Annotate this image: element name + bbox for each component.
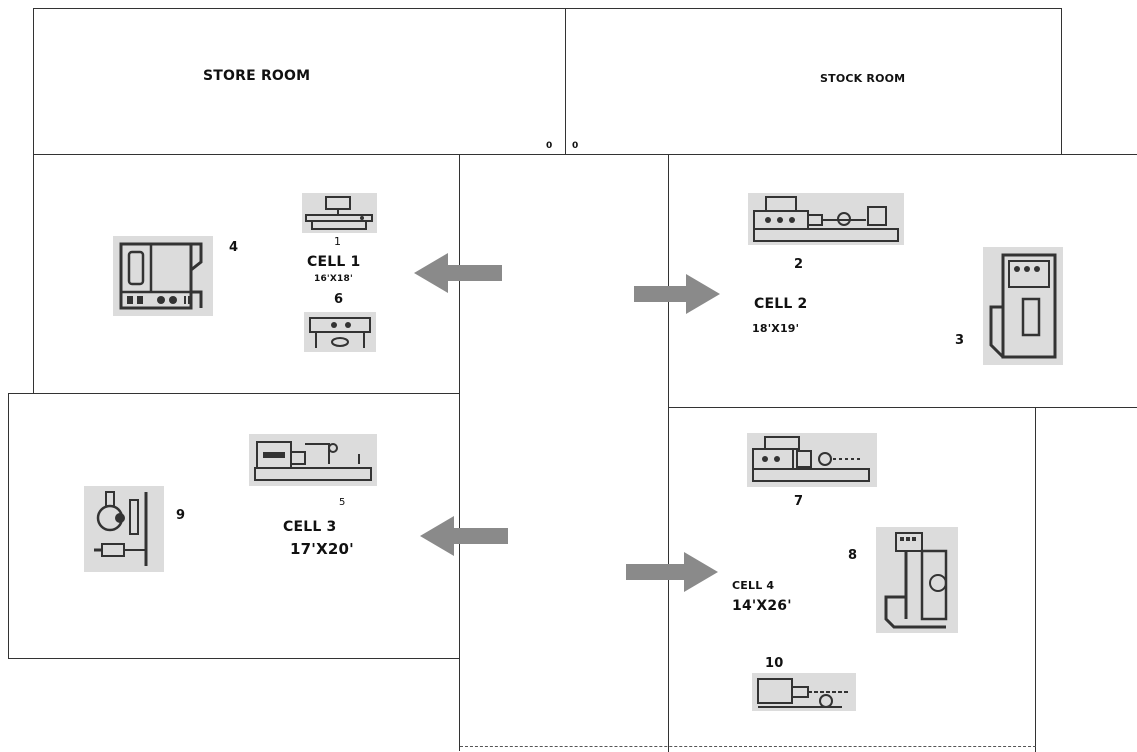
machine-number-1: 1	[334, 235, 342, 248]
machine-number-5: 5	[339, 497, 346, 508]
machine-9-icon	[84, 486, 164, 572]
machine-number-4: 4	[229, 240, 239, 255]
door-label-left: 0	[546, 141, 553, 151]
arrow-to-cell-1	[414, 253, 504, 293]
machine-8-icon	[876, 527, 958, 633]
store-room-label: STORE ROOM	[203, 68, 311, 84]
cell-2-title: CELL 2	[754, 296, 808, 312]
machine-number-9: 9	[176, 508, 186, 523]
store-room	[33, 8, 566, 155]
machine-number-3: 3	[955, 333, 965, 348]
machine-number-8: 8	[848, 548, 858, 563]
cell-3-size: 17'X20'	[290, 540, 354, 558]
cell-4-size: 14'X26'	[732, 598, 792, 614]
door-label-right: 0	[572, 141, 579, 151]
stock-room	[565, 8, 1062, 155]
machine-number-10: 10	[765, 656, 784, 671]
corridor-wall	[459, 658, 460, 751]
machine-3-icon	[983, 247, 1063, 365]
arrow-to-cell-3	[420, 516, 510, 556]
cell-4-title: CELL 4	[732, 579, 775, 592]
machine-7-icon	[747, 433, 877, 487]
machine-10-icon	[752, 673, 856, 711]
cell-1-room	[33, 154, 460, 394]
machine-number-2: 2	[794, 257, 804, 272]
machine-5-icon	[249, 434, 377, 486]
machine-4-icon	[113, 236, 213, 316]
arrow-to-cell-2	[634, 274, 720, 314]
machine-2-icon	[748, 193, 904, 245]
cell-1-title: CELL 1	[307, 254, 361, 270]
cell-3-room	[8, 393, 460, 659]
cell-2-size: 18'X19'	[752, 322, 800, 335]
cell-1-size: 16'X18'	[314, 274, 353, 284]
machine-1-icon	[302, 193, 377, 233]
machine-number-6: 6	[334, 292, 344, 307]
corridor-bottom-dashes	[460, 746, 1036, 747]
stock-room-label: STOCK ROOM	[820, 72, 906, 85]
machine-number-7: 7	[794, 494, 804, 509]
arrow-to-cell-4	[626, 552, 718, 592]
machine-6-icon	[304, 312, 376, 352]
cell-3-title: CELL 3	[283, 519, 337, 535]
